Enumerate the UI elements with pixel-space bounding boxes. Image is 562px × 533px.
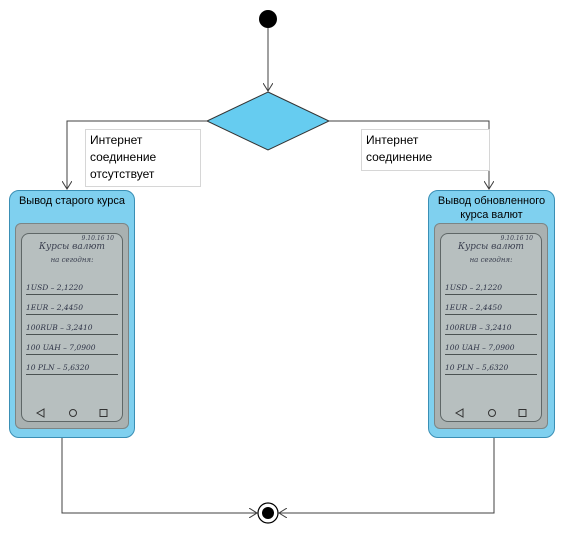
guard-line: соединение	[366, 150, 433, 164]
flow-old-rate-to-final	[61, 437, 257, 513]
rate-text: 100 UAH – 7,0900	[26, 343, 96, 352]
sheet-subtitle: на сегодня:	[50, 256, 94, 264]
rate-row: 1USD – 2,1220	[445, 274, 537, 295]
rate-text: 100RUB – 3,2410	[445, 323, 512, 332]
rate-text: 10 PLN – 5,6320	[445, 363, 509, 372]
state-show-updated-rate: Вывод обновленного курса валют 9.10.16 1…	[428, 190, 555, 438]
flow-new-rate-to-final	[279, 437, 495, 513]
flow-decision-to-old-rate	[67, 120, 207, 189]
rate-row: 1EUR – 2,4450	[26, 294, 118, 315]
sheet-subtitle: на сегодня:	[469, 256, 513, 264]
rate-row: 100RUB – 3,2410	[26, 314, 118, 335]
decision-node	[205, 91, 331, 151]
rate-text: 10 PLN – 5,6320	[26, 363, 90, 372]
home-icon	[69, 409, 77, 417]
phone-screen: 9.10.16 10 Курсы валют на сегодня: 1USD …	[440, 233, 542, 422]
sheet-title: Курсы валют	[458, 242, 524, 252]
phone-screen: 9.10.16 10 Курсы валют на сегодня: 1USD …	[21, 233, 123, 422]
guard-line: отсутствует	[90, 167, 155, 181]
guard-connection: Интернет соединение	[361, 129, 490, 171]
sheet-date: 9.10.16 10	[500, 235, 533, 242]
back-icon	[35, 408, 45, 418]
state-title-line2: курса валют	[460, 209, 523, 221]
guard-line: Интернет	[366, 133, 419, 147]
phone-nav-bar	[35, 408, 108, 418]
state-show-old-rate: Вывод старого курса 9.10.16 10 Курсы вал…	[9, 190, 135, 438]
rate-row: 100RUB – 3,2410	[445, 314, 537, 335]
rate-text: 100 UAH – 7,0900	[445, 343, 515, 352]
rate-text: 1EUR – 2,4450	[26, 303, 83, 312]
guard-line: соединение	[90, 150, 157, 164]
state-title-line1: Вывод обновленного	[437, 195, 546, 207]
recents-icon	[518, 409, 527, 417]
guard-line: Интернет	[90, 133, 143, 147]
rate-text: 100RUB – 3,2410	[26, 323, 93, 332]
phone-nav-bar	[454, 408, 527, 418]
sheet-title: Курсы валют	[39, 242, 105, 252]
final-node-dot	[262, 507, 274, 519]
phone-image: 9.10.16 10 Курсы валют на сегодня: 1USD …	[15, 223, 129, 429]
back-icon	[454, 408, 464, 418]
rate-text: 1USD – 2,1220	[445, 283, 503, 292]
rate-text: 1EUR – 2,4450	[445, 303, 502, 312]
initial-node	[259, 10, 277, 28]
recents-icon	[99, 409, 108, 417]
phone-image: 9.10.16 10 Курсы валют на сегодня: 1USD …	[434, 223, 548, 429]
guard-no-connection: Интернет соединение отсутствует	[85, 129, 201, 187]
rate-row: 1USD – 2,1220	[26, 274, 118, 295]
rate-row: 10 PLN – 5,6320	[26, 354, 118, 375]
rate-row: 100 UAH – 7,0900	[26, 334, 118, 355]
rate-row: 10 PLN – 5,6320	[445, 354, 537, 375]
home-icon	[488, 409, 496, 417]
rate-row: 1EUR – 2,4450	[445, 294, 537, 315]
sheet-date: 9.10.16 10	[81, 235, 114, 242]
rate-row: 100 UAH – 7,0900	[445, 334, 537, 355]
rate-text: 1USD – 2,1220	[26, 283, 84, 292]
state-title: Вывод старого курса	[18, 195, 126, 207]
